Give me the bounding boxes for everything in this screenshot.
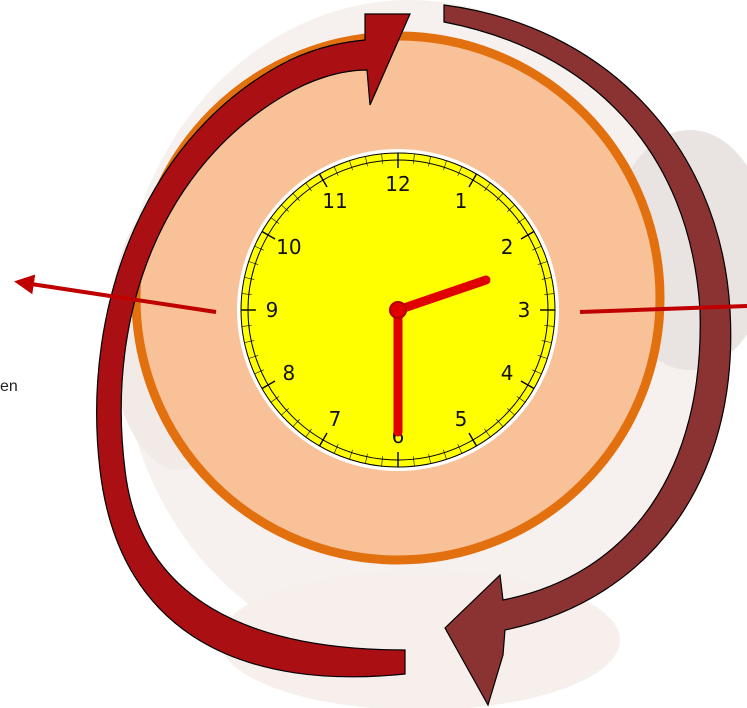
clock-numeral-1: 1 xyxy=(455,189,468,213)
clock-numeral-2: 2 xyxy=(501,235,514,259)
hand-pivot xyxy=(390,302,406,318)
clock: 121234567891011 xyxy=(237,149,559,471)
cut-off-label: en xyxy=(0,377,18,397)
clock-numeral-7: 7 xyxy=(329,407,342,431)
clock-numeral-3: 3 xyxy=(518,298,531,322)
clock-numeral-5: 5 xyxy=(455,407,468,431)
clock-numeral-9: 9 xyxy=(266,298,279,322)
clock-numeral-10: 10 xyxy=(276,235,301,259)
clock-numeral-8: 8 xyxy=(283,361,296,385)
clock-numeral-12: 12 xyxy=(385,172,410,196)
clock-numeral-4: 4 xyxy=(501,361,514,385)
clock-numeral-11: 11 xyxy=(322,189,347,213)
